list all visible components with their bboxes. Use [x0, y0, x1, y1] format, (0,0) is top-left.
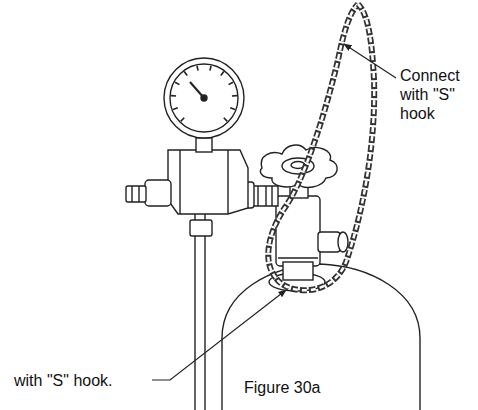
figure-caption: Figure 30a: [244, 378, 321, 397]
callout-label: Connect with "S" hook: [400, 66, 474, 123]
valve-neck: [283, 262, 313, 280]
gauge-stem: [196, 138, 212, 152]
regulator-body: [168, 150, 248, 214]
valve-outlet: [252, 186, 278, 206]
pole: [190, 205, 212, 410]
regulator: [126, 58, 254, 214]
callout-label: with "S" hook.: [14, 371, 154, 390]
chain-strand: [276, 4, 374, 290]
valve-side-nut: [318, 232, 340, 252]
chain-strand: [268, 4, 358, 278]
leader-lines: [152, 44, 396, 380]
leader-line: [152, 290, 286, 380]
valve-side-cap: [338, 232, 348, 252]
regulator-bonnet: [145, 180, 171, 206]
leader-line: [344, 44, 396, 78]
chain: [268, 4, 374, 290]
pressure-gauge: [164, 58, 244, 138]
regulator-outlet: [126, 186, 146, 202]
pole-clamp: [190, 220, 212, 236]
